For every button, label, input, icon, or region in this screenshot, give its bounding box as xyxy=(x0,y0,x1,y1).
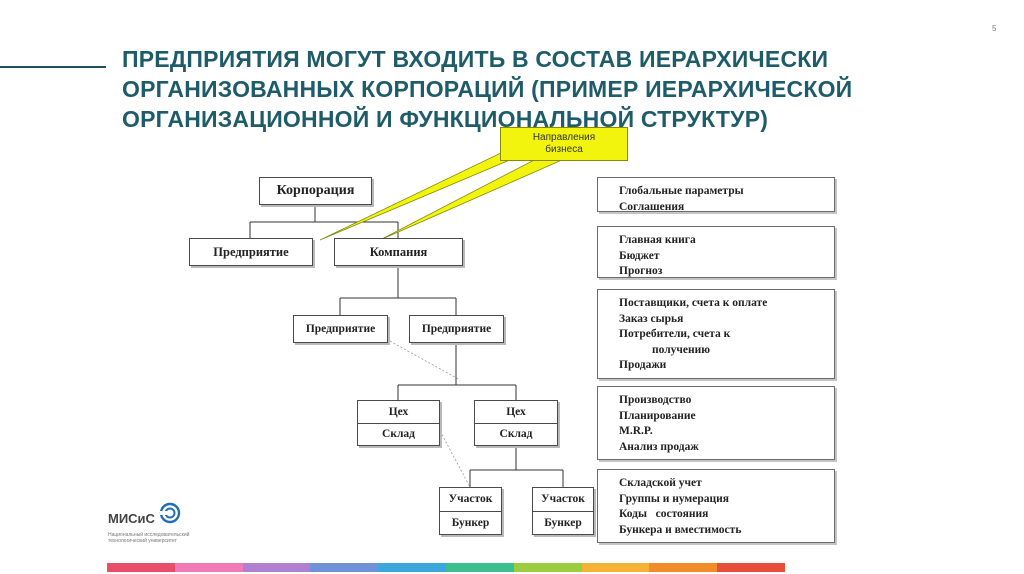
section-label: Участок xyxy=(448,493,493,506)
color-stripe-segment xyxy=(581,563,650,572)
function-item: Поставщики, счета к оплате xyxy=(619,297,768,309)
page-number: 5 xyxy=(992,24,997,33)
color-stripe-segment xyxy=(107,563,176,572)
function-item: Глобальные параметры xyxy=(619,185,744,197)
shop-label: Цех xyxy=(388,405,409,418)
function-item: Складской учет xyxy=(619,477,702,489)
function-item: Бункера и вместимость xyxy=(619,523,742,536)
bunker-label: Бункер xyxy=(440,510,501,535)
function-item: Производство xyxy=(619,394,692,406)
title-accent-line xyxy=(0,66,106,68)
color-stripe-segment xyxy=(174,563,244,572)
slide-title: ПРЕДПРИЯТИЯ МОГУТ ВХОДИТЬ В СОСТАВ ИЕРАР… xyxy=(122,44,992,134)
function-item: Заказ сырья xyxy=(619,312,684,325)
warehouse-label: Склад xyxy=(358,422,439,446)
logo-subtitle-line: технологический университет xyxy=(108,538,177,544)
function-item: Продажи xyxy=(619,359,667,371)
logo-subtitle-line: Национальный исследовательский xyxy=(108,532,190,538)
section-label: Участок xyxy=(541,493,585,506)
slide-title-line: ПРЕДПРИЯТИЯ МОГУТ ВХОДИТЬ В СОСТАВ ИЕРАР… xyxy=(122,46,829,72)
warehouse-label: Склад xyxy=(475,422,557,446)
function-item: Коды состояния xyxy=(619,508,709,520)
logo-name: МИСиС xyxy=(108,511,155,526)
slide-title-line: ОРГАНИЗАЦИОННОЙ И ФУНКЦИОНАЛЬНОЙ СТРУКТУ… xyxy=(122,106,769,132)
function-item: Прогноз xyxy=(619,265,663,277)
function-item: M.R.P. xyxy=(619,425,653,437)
color-stripe-segment xyxy=(310,563,379,572)
bunker-label: Бункер xyxy=(533,510,593,535)
function-box-corporation: Глобальные параметры Соглашения xyxy=(597,177,835,213)
color-stripe-segment xyxy=(717,563,786,572)
color-stripe-segment xyxy=(649,563,718,572)
function-item: Бюджет xyxy=(619,249,660,262)
corporation-box: Корпорация xyxy=(259,177,372,205)
color-stripe-segment xyxy=(378,563,447,572)
function-box-finance: Главная книга Бюджет Прогноз xyxy=(597,226,835,278)
function-item: Соглашения xyxy=(619,200,685,213)
function-item: Группы и нумерация xyxy=(619,492,729,505)
function-box-production: Производство Планирование M.R.P. Анализ … xyxy=(597,386,835,460)
shop-label: Цех xyxy=(506,405,526,418)
function-item: получению xyxy=(652,343,711,356)
function-item: Главная книга xyxy=(619,234,696,246)
callout-line: бизнеса xyxy=(545,144,583,155)
function-item: Планирование xyxy=(619,409,696,422)
logo-subtitle: Национальный исследовательский технологи… xyxy=(108,532,189,544)
callout-line: Направления xyxy=(532,132,596,143)
function-item: Анализ продаж xyxy=(619,440,699,453)
slide-title-line: ОРГАНИЗОВАННЫХ КОРПОРАЦИЙ (ПРИМЕР ИЕРАРХ… xyxy=(122,76,853,102)
enterprise-box: Предприятие xyxy=(409,315,504,343)
color-stripe-segment xyxy=(446,563,515,572)
section-bunker-box: Участок Бункер xyxy=(439,487,502,535)
shop-warehouse-box: Цех Склад xyxy=(357,400,440,446)
shop-warehouse-box: Цех Склад xyxy=(474,400,558,446)
section-bunker-box: Участок Бункер xyxy=(532,487,594,535)
enterprise-box: Предприятие xyxy=(189,238,313,266)
function-box-enterprise: Поставщики, счета к оплате Заказ сырья П… xyxy=(597,289,835,379)
color-stripe-segment xyxy=(513,563,583,572)
color-stripe-segment xyxy=(242,563,311,572)
enterprise-box: Предприятие xyxy=(293,315,388,343)
misis-emblem-icon xyxy=(159,502,181,524)
company-box: Компания xyxy=(334,238,463,266)
business-directions-callout: Направления бизнеса xyxy=(500,127,628,161)
function-item: Потребители, счета к xyxy=(619,328,731,340)
function-box-warehouse: Складской учет Группы и нумерация Коды с… xyxy=(597,469,835,543)
